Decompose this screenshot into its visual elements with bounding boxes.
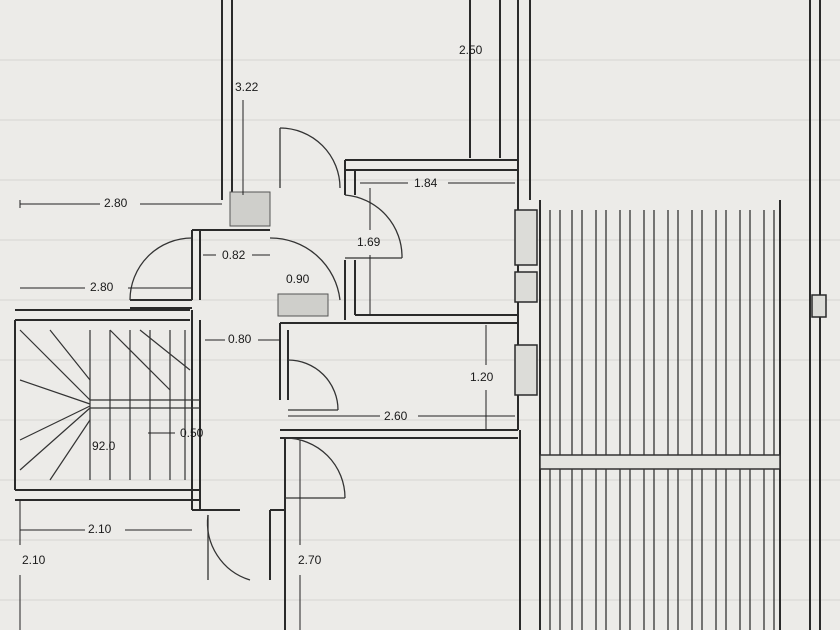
dim-bath-width: 1.84 [414, 176, 438, 190]
windows [514, 209, 827, 396]
deck-beam [539, 454, 781, 470]
dim-bath-height: 1.69 [357, 235, 381, 249]
dim-top-right-width: 2.50 [459, 43, 483, 57]
paper-grid [0, 59, 840, 601]
dim-left-room-width-top: 2.80 [104, 196, 128, 210]
dim-left-room-width-bottom: 2.80 [90, 280, 114, 294]
dim-corridor-height: 3.22 [235, 80, 259, 94]
dim-closet-width: 0.82 [222, 248, 246, 262]
dimension-lines [19, 100, 515, 630]
dim-bottom-left-height: 2.10 [22, 553, 46, 567]
staircase [19, 329, 200, 481]
dim-room-height: 1.20 [470, 370, 494, 384]
dim-hall-width: 0.80 [228, 332, 252, 346]
dim-room-width: 2.60 [384, 409, 408, 423]
dim-bottom-left-width: 2.10 [88, 522, 112, 536]
closet-fill [229, 191, 329, 317]
deck-slats [549, 210, 775, 630]
dim-stair-gap: 0.50 [180, 426, 204, 440]
dim-stair-label: 92.0 [92, 439, 116, 453]
dim-wc-width: 0.90 [286, 272, 310, 286]
dim-bottom-room-height: 2.70 [298, 553, 322, 567]
